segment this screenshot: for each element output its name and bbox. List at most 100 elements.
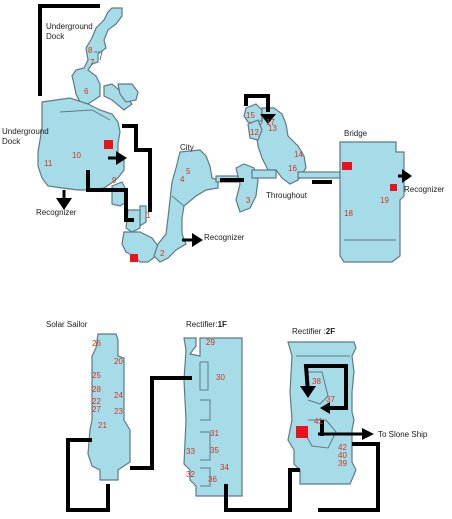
upper-details	[59, 51, 396, 241]
room-number: 25	[92, 371, 101, 380]
arrow-head-throughout-loop	[260, 114, 276, 124]
room-number: 18	[344, 209, 353, 218]
room-number: 14	[294, 150, 303, 159]
room-shape-north-dock	[71, 7, 123, 105]
room-number: 8	[88, 46, 93, 55]
path-dock-to-city	[122, 124, 152, 212]
room-number: 1	[146, 211, 151, 220]
exit-arrow-recognizer-city	[182, 233, 203, 247]
room-number: 39	[338, 459, 347, 468]
room-number: 26	[92, 339, 101, 348]
arrow-head	[56, 198, 72, 210]
detail-city-edge	[171, 195, 185, 207]
room-number: 32	[186, 470, 195, 479]
upper-paths	[38, 4, 412, 247]
room-number: 37	[326, 395, 335, 404]
arrow-head	[362, 428, 374, 440]
room-shape-corridor-1	[111, 181, 127, 207]
room-shape-link-bridge	[297, 171, 341, 179]
room-number: 17	[266, 118, 275, 127]
detail-1f-bay-2	[200, 399, 211, 421]
area-label-to-slone-ship: To Slone Ship	[378, 430, 428, 439]
room-numbers: 1 2 3 4 5 6 7 8 9 10 11 12 13 14 15 16 1…	[44, 46, 389, 484]
arrow-head-2f-loop	[300, 386, 316, 398]
room-number: 10	[72, 151, 81, 160]
room-number: 5	[186, 167, 191, 176]
room-shape-link-16	[251, 169, 277, 179]
room-shape-ramp	[103, 83, 133, 111]
room-number: 22	[92, 397, 101, 406]
area-label-recognizer-bridge: Recognizer	[404, 185, 445, 194]
arrow-head	[402, 169, 412, 183]
room-shape-solar-sailor	[87, 333, 131, 481]
path-upper-loop	[244, 94, 270, 112]
room-number: 7	[90, 58, 95, 67]
room-number: 33	[186, 447, 195, 456]
exit-arrow-recognizer-west	[56, 190, 72, 210]
room-number: 35	[210, 446, 219, 455]
save-point-marker	[342, 162, 352, 170]
save-point-marker	[390, 184, 397, 191]
arrow-head-2f-inner	[320, 402, 330, 414]
room-number: 16	[288, 164, 297, 173]
room-number: 12	[250, 128, 259, 137]
path-1f-to-2f	[224, 468, 300, 512]
room-shape-link-12	[247, 119, 263, 141]
room-number: 13	[268, 124, 277, 133]
room-number: 20	[114, 357, 123, 366]
room-number: 29	[206, 338, 215, 347]
path-solar-sailor-loop	[66, 438, 110, 512]
area-label-bridge: Bridge	[344, 129, 368, 138]
area-label-recognizer-west: Recognizer	[36, 208, 77, 217]
exit-arrow-to-slone-ship	[318, 428, 374, 440]
detail-1f-bay-4	[200, 467, 211, 487]
room-number: 30	[216, 373, 225, 382]
save-point-marker	[296, 426, 308, 438]
room-number: 9	[112, 176, 117, 185]
room-number: 21	[98, 421, 107, 430]
area-labels: Underground Dock Underground Dock Recogn…	[2, 22, 445, 439]
room-number: 28	[92, 385, 101, 394]
path-docks-link	[38, 4, 100, 96]
room-shape-annex	[117, 83, 139, 103]
room-number: 6	[84, 87, 89, 96]
room-number: 19	[380, 196, 389, 205]
area-label-recognizer-city: Recognizer	[204, 233, 245, 242]
detail-2f-ring-top	[307, 371, 329, 405]
room-number: 15	[246, 111, 255, 120]
area-label-underground-dock-north: Underground Dock	[46, 22, 95, 41]
detail-dock-stair	[94, 51, 103, 61]
lower-paths	[66, 364, 380, 512]
arrow-head	[116, 151, 127, 165]
detail-1f-bay-1	[199, 361, 209, 391]
room-number: 3	[246, 196, 251, 205]
room-number: 27	[92, 405, 101, 414]
arrow-head	[192, 233, 203, 247]
room-number: 31	[210, 429, 219, 438]
room-number: 24	[114, 391, 123, 400]
path-2f-loop	[303, 364, 348, 410]
area-label-rectifier-2f: Rectifier :2F	[292, 327, 335, 336]
path-dock-descent	[86, 170, 134, 222]
detail-dock-edge	[59, 109, 111, 121]
path-2f-to-slone	[318, 442, 380, 512]
room-number: 36	[208, 475, 217, 484]
area-label-rectifier-1f: Rectifier:1F	[186, 320, 227, 329]
room-shape-room-17	[255, 107, 307, 185]
room-shape-west-dock	[37, 97, 125, 191]
upper-markers	[104, 140, 397, 262]
room-shape-bridge	[339, 141, 405, 263]
area-label-solar-sailor: Solar Sailor	[46, 320, 88, 329]
room-number: 38	[312, 377, 321, 386]
area-label-city: City	[180, 143, 194, 152]
room-number: 41	[314, 417, 323, 426]
room-number: 23	[114, 407, 123, 416]
room-number: 4	[180, 175, 185, 184]
area-label-throughout: Throughout	[266, 191, 308, 200]
room-shape-rectifier-1f	[183, 337, 243, 497]
save-point-marker	[104, 140, 113, 149]
detail-1f-bay-3	[200, 431, 211, 461]
save-point-marker	[130, 254, 138, 262]
exit-arrow-recognizer-bridge	[398, 169, 412, 183]
